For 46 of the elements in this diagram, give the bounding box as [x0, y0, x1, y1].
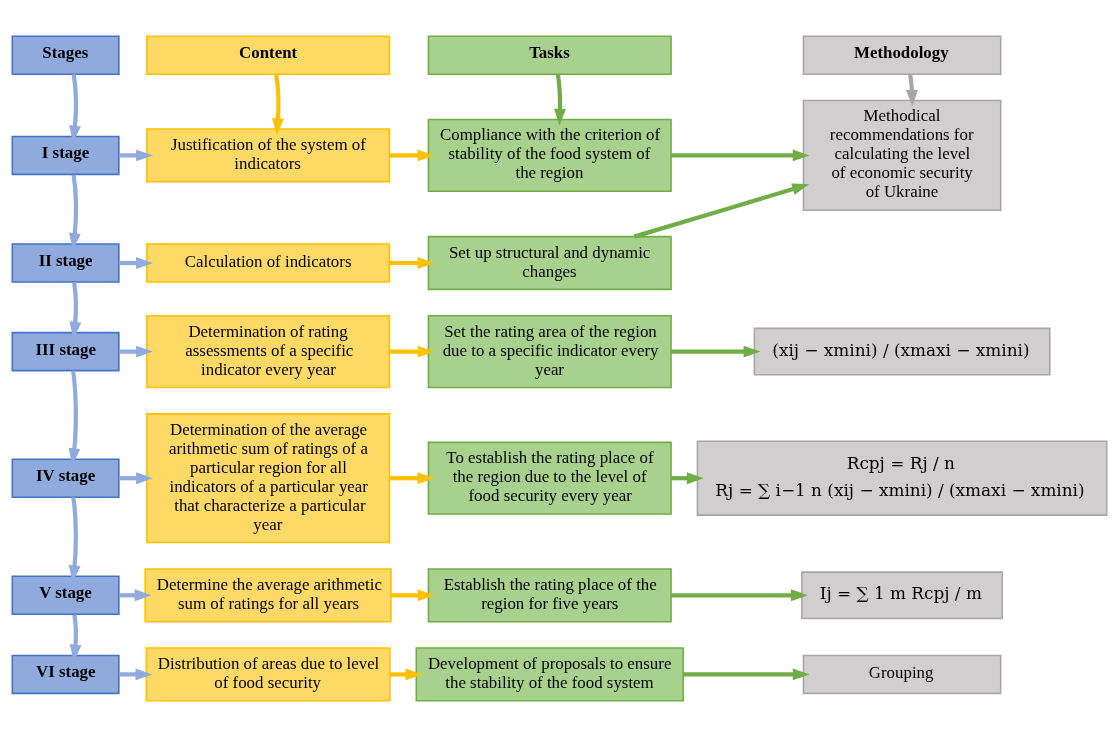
arrow	[671, 588, 808, 601]
node-box: Content	[146, 34, 391, 75]
node-box: Ij = ∑ 1 m Rcpj / m	[801, 570, 1004, 619]
node-box: Set up structural and dynamic changes	[427, 235, 672, 290]
node-box: Establish the rating place of the region for five years	[427, 567, 672, 622]
arrow	[683, 668, 810, 680]
node-box: To establish the rating place of the region due to the level of food security every year	[427, 441, 672, 515]
arrow	[389, 668, 423, 680]
node-box: V stage	[11, 575, 120, 615]
arrow	[118, 256, 154, 269]
arrow	[118, 471, 154, 484]
arrow	[389, 471, 435, 484]
arrow	[389, 256, 435, 269]
node-box: VI stage	[11, 654, 120, 694]
node-box: Stages	[11, 34, 120, 75]
node-box: Determination of rating assessments of a specific indicator every year	[146, 314, 391, 388]
arrow	[118, 345, 154, 358]
node-box: Calculation of indicators	[146, 242, 391, 283]
arrow	[272, 73, 284, 135]
node-box: Methodology	[802, 34, 1002, 75]
node-box: Determine the average arithmetic sum of ratings for all years	[144, 567, 392, 622]
node-box: Compliance with the criterion of stability of the food system of the region	[427, 118, 672, 192]
arrow	[906, 73, 918, 107]
arrow	[633, 182, 810, 239]
arrow	[671, 345, 761, 358]
node-box: Rcpj = Rj / n Rj = ∑ i−1 n (xij − xmini) / (xmaxi − xmini)	[696, 440, 1108, 516]
node-box: Justification of the system of indicators	[146, 127, 391, 183]
node-box: Tasks	[427, 34, 672, 75]
node-box: III stage	[11, 331, 120, 371]
arrow	[118, 149, 154, 161]
node-box: II stage	[11, 242, 120, 283]
node-box: I stage	[11, 135, 120, 175]
node-box: Methodical recommendations for calculating the level of economic security of Ukraine	[802, 99, 1002, 211]
node-box: Development of proposals to ensure the stability of the food system	[415, 646, 684, 702]
node-box: Set the rating area of the region due to a specific indicator every year	[427, 314, 672, 388]
node-box: IV stage	[11, 457, 120, 498]
arrow	[118, 668, 153, 680]
node-box: Grouping	[802, 654, 1002, 694]
arrow	[391, 588, 435, 601]
node-box: Determination of the average arithmetic sum of ratings of a particular region for all indicators of a particular year that characterize a particular year	[146, 412, 391, 543]
arrow	[389, 345, 435, 358]
arrow	[554, 73, 566, 126]
node-box: Distribution of areas due to level of food security	[145, 646, 391, 702]
arrow	[671, 149, 810, 161]
arrow	[389, 149, 435, 161]
node-box: (xij − xmini) / (xmaxi − xmini)	[753, 327, 1051, 376]
